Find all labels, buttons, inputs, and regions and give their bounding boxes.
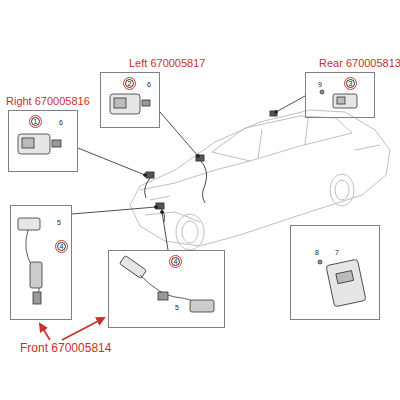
inset-box: Rear 67000581393 [305, 72, 375, 118]
callout-number: 6 [59, 118, 63, 127]
callout-number: 1 [31, 117, 40, 126]
part-heading: Left 670005817 [129, 57, 205, 70]
sensor-wiring [145, 111, 277, 222]
callout-number: 5 [57, 218, 61, 227]
pointer-arrows [40, 318, 104, 340]
part-heading: Right 670005816 [6, 95, 90, 108]
callout-number: 4 [57, 242, 66, 251]
leader-lines [72, 96, 305, 250]
callout-number: 2 [125, 79, 134, 88]
callout-number: 5 [175, 303, 179, 312]
callout-number: 6 [147, 80, 151, 89]
inset-box: 54 [10, 205, 72, 320]
car-outline [130, 110, 390, 250]
inset-box: Left 67000581726 [100, 72, 160, 128]
part-heading: Rear 670005813 [319, 57, 400, 70]
part-label: Front 670005814 [20, 341, 111, 355]
callout-number: 8 [315, 248, 319, 257]
part-drawings [18, 90, 366, 312]
inset-box: 87 [290, 225, 380, 320]
inset-box: Right 67000581616 [8, 110, 78, 172]
inset-box: 45 [108, 250, 225, 328]
callout-number: 7 [335, 248, 339, 257]
callout-number: 9 [318, 80, 322, 89]
callout-number: 4 [171, 257, 180, 266]
callout-number: 3 [346, 79, 355, 88]
